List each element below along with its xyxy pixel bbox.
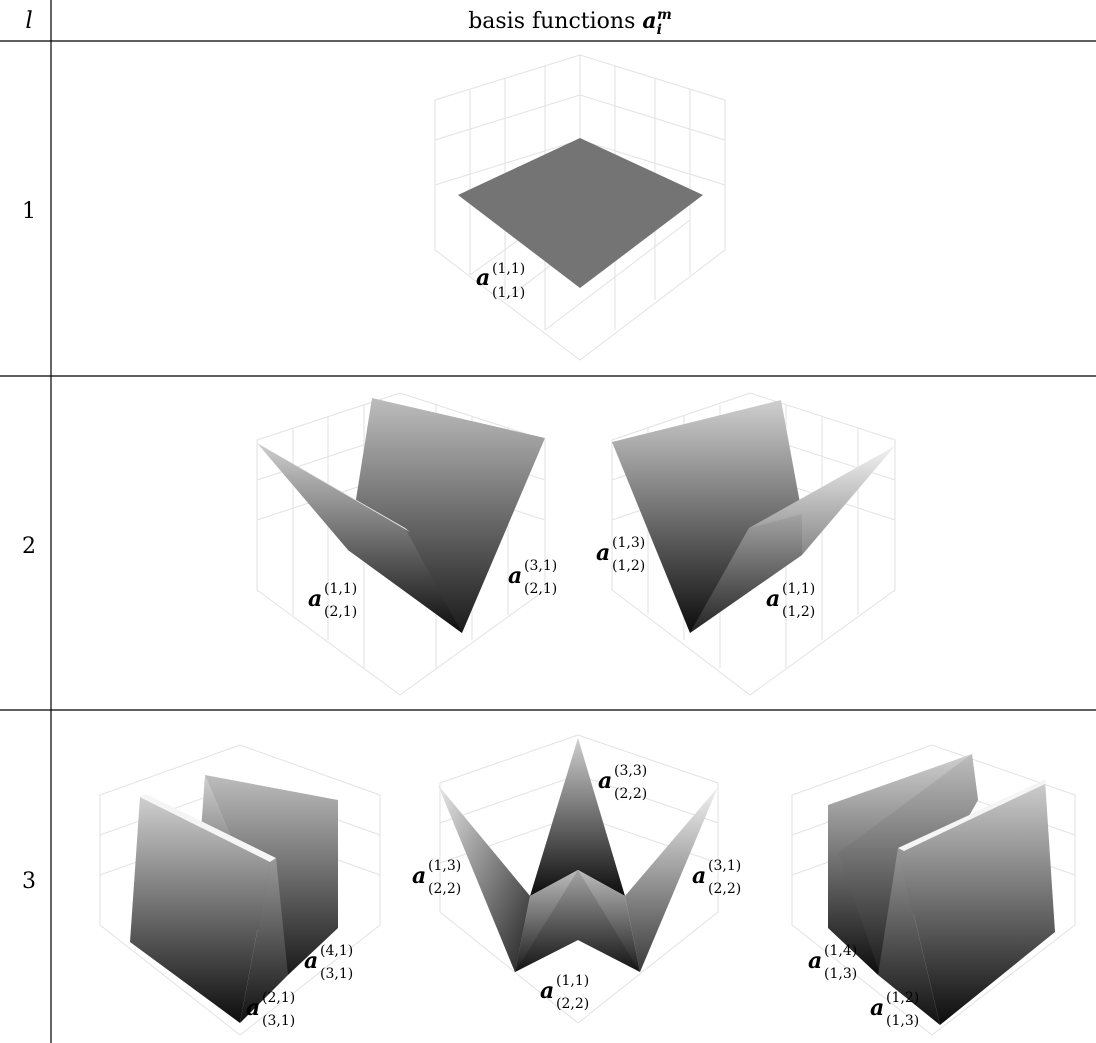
svg-text:a: a (870, 995, 884, 1021)
plot-level3-wx: a (4,1) (3,1) a (2,1) (3,1) (99, 744, 381, 1036)
svg-text:(1,3): (1,3) (428, 858, 461, 874)
svg-text:(2,2): (2,2) (614, 786, 647, 802)
svg-text:a: a (766, 586, 780, 612)
basis-label-right: a (3,1) (2,2) (692, 858, 741, 897)
svg-text:a: a (598, 768, 612, 794)
basis-label-bottom: a (1,1) (2,2) (540, 973, 589, 1012)
surface-center-spike (530, 738, 625, 896)
svg-text:(1,4): (1,4) (824, 943, 857, 959)
svg-text:(3,1): (3,1) (320, 966, 353, 982)
svg-text:(1,3): (1,3) (824, 966, 857, 982)
basis-label-b: a (3,1) (2,1) (508, 558, 557, 597)
surface-face (458, 138, 703, 288)
basis-label-a: a (4,1) (3,1) (304, 943, 353, 982)
surface-ridge (140, 794, 276, 862)
plot-level1-flat: a (1,1) (1,1) (434, 54, 726, 361)
surface-front-right (240, 858, 288, 1023)
svg-text:a: a (808, 948, 822, 974)
svg-text:a: a (308, 586, 322, 612)
surface-left (257, 443, 462, 633)
basis-label-sup: (1,1) (492, 261, 525, 277)
svg-text:(3,1): (3,1) (708, 858, 741, 874)
basis-label-b: a (1,1) (1,2) (766, 581, 815, 620)
svg-text:(1,1): (1,1) (324, 581, 357, 597)
surface-right-face (690, 514, 802, 633)
surface-front-left (130, 797, 270, 1023)
svg-text:a: a (304, 948, 318, 974)
surface-front-peak (515, 870, 640, 972)
svg-text:a: a (596, 540, 610, 566)
svg-text:a: a (246, 995, 260, 1021)
svg-text:(3,1): (3,1) (524, 558, 557, 574)
svg-text:(2,1): (2,1) (262, 990, 295, 1006)
plot-level3-saddle: a (3,3) (2,2) a (1,3) (2,2) a (3,1) (2,2… (412, 734, 741, 1024)
plot-level3-wy: a (1,4) (1,3) a (1,2) (1,3) (791, 744, 1076, 1036)
svg-text:(1,2): (1,2) (612, 558, 645, 574)
level-1-label: 1 (22, 199, 36, 224)
basis-label: a (476, 265, 490, 291)
basis-label-top: a (3,3) (2,2) (598, 763, 647, 802)
svg-text:(2,2): (2,2) (556, 996, 589, 1012)
svg-text:(1,3): (1,3) (612, 535, 645, 551)
svg-text:(1,3): (1,3) (886, 1013, 919, 1029)
svg-text:(3,3): (3,3) (614, 763, 647, 779)
svg-text:(2,2): (2,2) (708, 881, 741, 897)
surface-front (612, 400, 802, 633)
svg-text:a: a (540, 978, 554, 1004)
surface-ridge (257, 443, 410, 532)
svg-text:(4,1): (4,1) (320, 943, 353, 959)
basis-label-a: a (1,3) (1,2) (596, 535, 645, 574)
surface-right-wing (625, 787, 718, 972)
surface-front (898, 780, 1055, 1025)
svg-text:(1,2): (1,2) (886, 990, 919, 1006)
plot-level2-vx: a (1,1) (2,1) a (3,1) (2,1) (256, 392, 557, 696)
svg-text:a: a (508, 563, 522, 589)
surface-front-left (878, 848, 940, 1025)
basis-label-b: a (1,2) (1,3) (870, 990, 919, 1029)
svg-text:(2,1): (2,1) (324, 604, 357, 620)
basis-label-sub: (1,1) (492, 285, 525, 301)
level-2-label: 2 (22, 534, 36, 559)
svg-text:(2,1): (2,1) (524, 581, 557, 597)
svg-text:a: a (692, 863, 706, 889)
level-3-label: 3 (22, 869, 36, 894)
svg-text:(3,1): (3,1) (262, 1013, 295, 1029)
table-header: l basis functions aim (25, 7, 671, 38)
basis-label-a: a (1,1) (2,1) (308, 581, 357, 620)
svg-text:(1,1): (1,1) (782, 581, 815, 597)
basis-label-a: a (1,4) (1,3) (808, 943, 857, 982)
svg-text:(1,1): (1,1) (556, 973, 589, 989)
svg-text:(1,2): (1,2) (782, 604, 815, 620)
basis-label-b: a (2,1) (3,1) (246, 990, 295, 1029)
level-column-header: l (25, 8, 32, 34)
plot-level2-vy: a (1,3) (1,2) a (1,1) (1,2) (596, 392, 896, 696)
surface-left-face (438, 785, 530, 972)
functions-column-header: basis functions aim (468, 7, 672, 38)
svg-text:(2,2): (2,2) (428, 881, 461, 897)
surface-ridge (898, 780, 1045, 851)
svg-text:a: a (412, 863, 426, 889)
basis-label-left: a (1,3) (2,2) (412, 858, 461, 897)
